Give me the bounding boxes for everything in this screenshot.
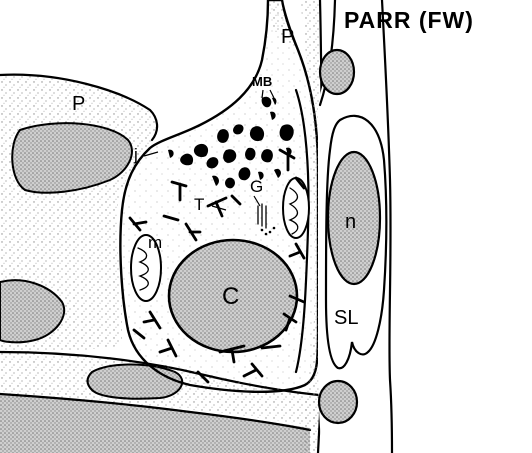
label-n: n	[345, 211, 356, 233]
label-j: j	[133, 145, 138, 164]
label-g: G	[250, 177, 263, 196]
label-p-left: P	[72, 93, 85, 115]
label-sl: SL	[334, 307, 358, 329]
figure-title: PARR (FW)	[344, 7, 474, 33]
label-c: C	[222, 283, 239, 310]
label-mb: MB	[252, 74, 272, 89]
top-right-dense-oval	[320, 50, 354, 94]
label-p-top: P	[281, 26, 294, 48]
label-t: T	[194, 195, 204, 214]
bottom-right-dense-circle	[319, 381, 357, 423]
label-m: m	[148, 233, 162, 252]
mitochondrion-right	[283, 178, 309, 238]
